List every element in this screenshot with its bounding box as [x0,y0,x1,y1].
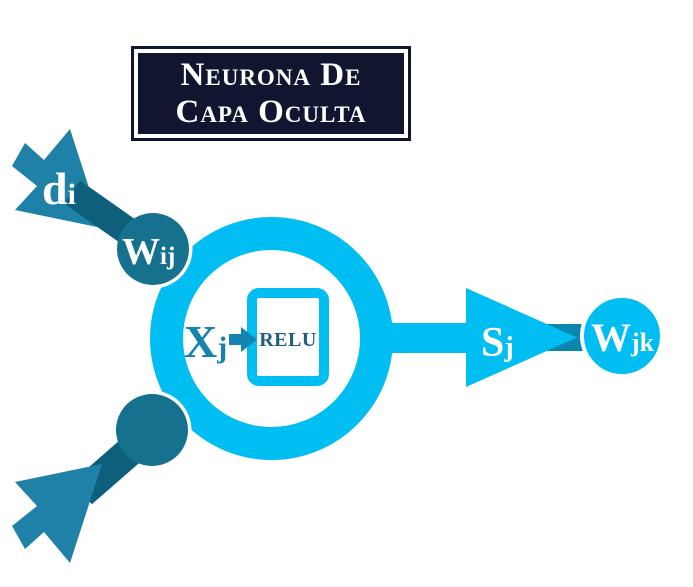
output-arrow-icon [466,288,577,387]
net-input-label: Xj [184,316,227,367]
output-weight-label: Wjk [591,315,655,360]
input-signal-main: d [42,163,68,214]
title-line-1: Neurona De [180,56,362,93]
net-input-arrow-icon [229,327,257,352]
output-weight-node [580,294,664,378]
net-input-main: X [184,316,217,367]
title-line-2: Capa Oculta [175,93,367,130]
net-input-sub: j [216,331,227,364]
output-signal-main: S [481,320,504,366]
input-signal-sub: i [68,178,76,211]
output-weight-sub: jk [630,328,655,357]
bottom-input-arrow-icon [12,464,102,563]
input-weight-sub: ij [160,243,175,270]
activation-function-label: RELU [259,329,317,351]
input-weight-label: Wij [122,231,175,273]
output-arrow-shaft [384,323,468,353]
output-weight-main: W [591,315,631,360]
bottom-input-node-fill [116,394,188,466]
title-box: Neurona De Capa Oculta [131,46,411,141]
output-signal-sub: j [503,332,513,363]
input-weight-main: W [122,231,160,273]
neuron-body-ring [150,217,393,460]
input-weight-node-fill [117,213,189,285]
input-signal-label: di [42,163,76,214]
output-signal-label: Sj [481,320,514,366]
